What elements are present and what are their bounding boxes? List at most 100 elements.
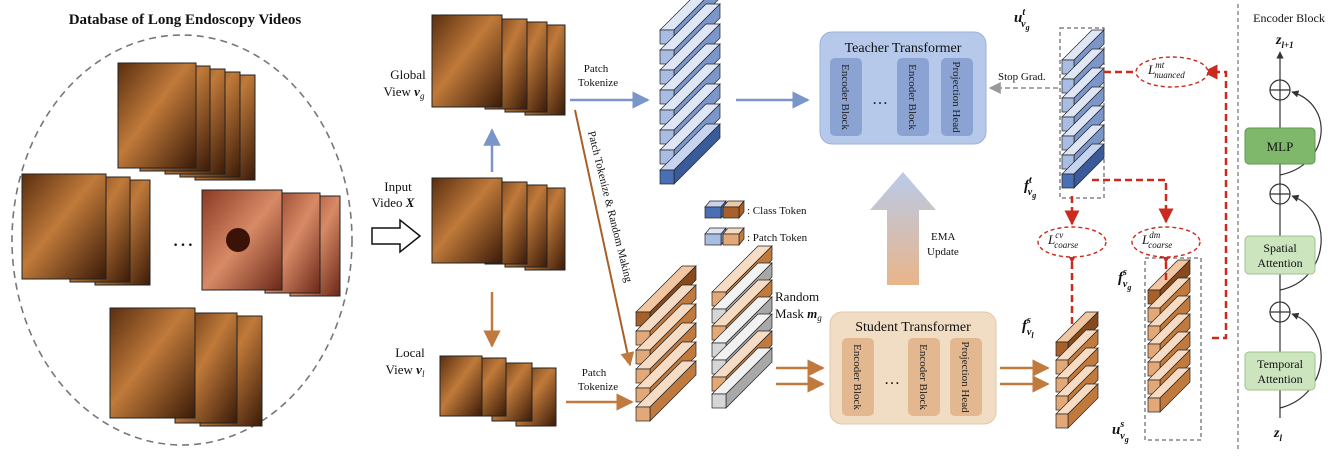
- encoder-top-base: z: [1275, 33, 1282, 48]
- symbol-f-t-sup: t: [1029, 175, 1033, 186]
- student-encoder-block-2-label: Encoder Block: [917, 344, 929, 410]
- input-arrow-icon: [371, 218, 422, 254]
- symbol-f-sl-sub: v: [1027, 327, 1032, 338]
- symbol-f-t-subsub: g: [1031, 191, 1036, 200]
- legend-class-token-icon: [704, 200, 745, 219]
- student-projection-head: [950, 338, 982, 416]
- random-mask-line2: Mask: [775, 306, 804, 321]
- loss-nuanced-sup: mt: [1155, 60, 1164, 70]
- database-ellipsis: …: [172, 226, 194, 251]
- svg-text:Mask mg: Mask mg: [775, 306, 822, 323]
- loss-coarse-dm-ellipse: [1131, 226, 1201, 258]
- input-video-line1: Input: [384, 179, 412, 194]
- symbol-u-s-subsub: g: [1124, 435, 1129, 444]
- temporal-line2: Attention: [1257, 372, 1302, 386]
- teacher-transformer: Teacher Transformer Encoder Block … Enco…: [819, 31, 987, 145]
- symbol-u-t-sup: t: [1022, 7, 1026, 18]
- temporal-line1: Temporal: [1257, 357, 1303, 371]
- spatial-line2: Attention: [1257, 256, 1302, 270]
- student-encoder-block-1: [842, 338, 874, 416]
- arrows-from-student: [1000, 359, 1050, 393]
- encoder-block-detail: Encoder Block zl+1 MLP Spatial Attention…: [1244, 11, 1325, 443]
- encoder-bottom-base: z: [1273, 426, 1280, 441]
- symbol-f-sl-base: f: [1022, 318, 1029, 334]
- database-ellipse: [11, 34, 353, 446]
- svg-text:zl: zl: [1273, 426, 1282, 443]
- global-view-symbol: v: [414, 84, 420, 99]
- symbol-f-sg-base: f: [1118, 270, 1125, 286]
- loss-nuanced-base: L: [1147, 62, 1155, 77]
- legend-patch-token: : Patch Token: [747, 232, 808, 244]
- symbol-u-t-sub: v: [1021, 19, 1026, 30]
- symbol-f-sg-sup: s: [1122, 267, 1127, 278]
- mlp-label: MLP: [1267, 139, 1294, 154]
- patch-tokenize-bottom-line2: Tokenize: [578, 381, 618, 393]
- student-title: Student Transformer: [855, 320, 971, 335]
- mlp-block: [1244, 127, 1316, 165]
- teacher-projection-head: [941, 58, 973, 136]
- teacher-encoder-block-1-label: Encoder Block: [839, 64, 851, 130]
- loss-nuanced-sub: nuanced: [1154, 70, 1185, 80]
- random-mask-sub: g: [817, 313, 822, 323]
- teacher-title: Teacher Transformer: [845, 41, 962, 56]
- student-token-stack: [635, 265, 697, 422]
- ema-line2: Update: [927, 246, 959, 258]
- video-stack-bottom: [109, 307, 263, 427]
- teacher-encoder-block-1: [830, 58, 862, 136]
- legend-class-token: : Class Token: [747, 205, 807, 217]
- loss-paths: [1064, 64, 1228, 340]
- temporal-attention-block: [1244, 351, 1316, 391]
- masked-token: [711, 347, 773, 409]
- teacher-encoder-block-2: [897, 58, 929, 136]
- encoder-top-sub: l+1: [1281, 40, 1293, 50]
- loss-coarse-cv-sup: cv: [1055, 230, 1063, 240]
- teacher-output-bracket: [1059, 27, 1105, 199]
- student-encoder-block-1-label: Encoder Block: [851, 344, 863, 410]
- loss-coarse-cv-ellipse: [1037, 226, 1107, 258]
- teacher-output-stack: [1061, 29, 1105, 189]
- input-video-symbol: X: [405, 195, 415, 210]
- ema-line1: EMA: [931, 231, 956, 243]
- loss-coarse-cv-base: L: [1047, 232, 1055, 247]
- local-view-line1: Local: [395, 345, 425, 360]
- legend-patch-token-icon: [704, 227, 745, 246]
- spatial-line1: Spatial: [1263, 241, 1297, 255]
- symbol-u-s-base: u: [1112, 422, 1120, 438]
- loss-coarse-cv-sub: coarse: [1054, 240, 1078, 250]
- encoder-bottom-sub: l: [1279, 433, 1282, 443]
- svg-text:zl+1: zl+1: [1275, 33, 1294, 50]
- patch-tokenize-random-label: Patch Tokenize & Random Making: [585, 130, 634, 284]
- input-video-frames: [431, 177, 566, 271]
- teacher-token-stack: [659, 0, 721, 185]
- teacher-encoder-block-2-label: Encoder Block: [906, 64, 918, 130]
- encoder-block-title: Encoder Block: [1253, 11, 1325, 25]
- local-view-sub: l: [422, 369, 425, 379]
- loss-coarse-dm-sup: dm: [1149, 230, 1161, 240]
- symbol-u-t-subsub: g: [1025, 23, 1030, 32]
- symbol-f-sg-sub: v: [1123, 279, 1128, 290]
- global-view-line2: View: [384, 84, 412, 99]
- video-stack-top: [117, 62, 256, 181]
- symbol-u-s-sub: v: [1120, 431, 1125, 442]
- global-view-frames: [431, 14, 566, 116]
- ema-update-arrow: [870, 172, 936, 285]
- random-mask-line1: Random: [775, 289, 819, 304]
- random-mask-symbol: m: [807, 306, 817, 321]
- symbol-f-sl-sup: s: [1026, 315, 1031, 326]
- symbol-f-t-sub: v: [1028, 187, 1033, 198]
- video-stack-left: [21, 173, 151, 286]
- loss-nuanced-ellipse: [1135, 56, 1209, 88]
- svg-text:View vl: View vl: [386, 362, 425, 379]
- svg-text:Video X: Video X: [372, 195, 415, 210]
- patch-tokenize-bottom-line1: Patch: [582, 367, 607, 379]
- global-view-sub: g: [420, 91, 425, 101]
- loss-coarse-dm-sub: coarse: [1148, 240, 1172, 250]
- video-stack-right: [201, 189, 341, 297]
